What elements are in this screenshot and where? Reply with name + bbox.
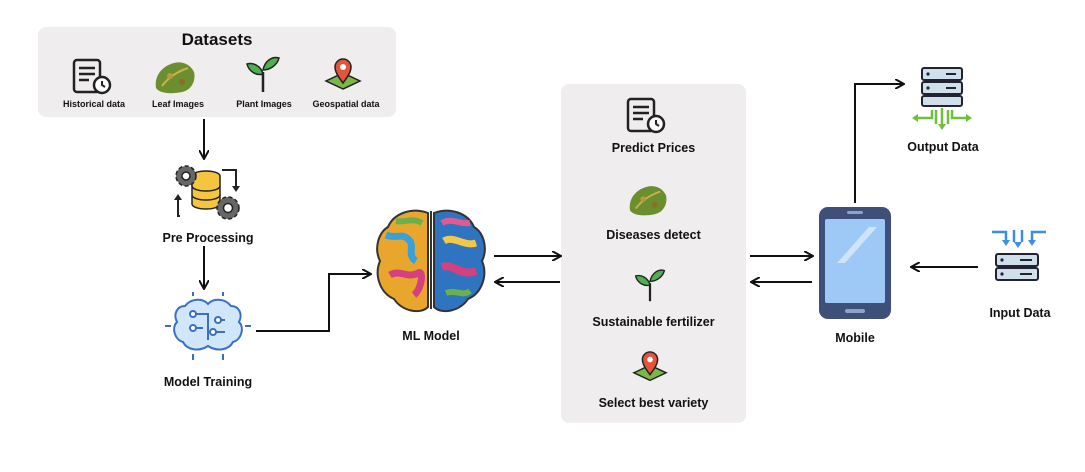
dataset-label-historical: Historical data (62, 99, 126, 109)
brain-icon (376, 209, 486, 313)
document-clock-icon (72, 58, 112, 95)
output-server-icon (912, 67, 972, 130)
sprout-icon (246, 56, 280, 92)
leaf-icon (629, 186, 667, 216)
datasets-title: Datasets (181, 30, 253, 49)
input-data-label: Input Data (989, 306, 1051, 320)
leaf-icon (155, 62, 195, 94)
output-data-label: Output Data (907, 140, 979, 154)
map-pin-icon (324, 58, 362, 90)
task-label-diseases-detect: Diseases detect (606, 228, 701, 242)
mobile-label: Mobile (835, 331, 875, 345)
dataset-label-leaf: Leaf Images (151, 99, 205, 109)
task-label-sustainable-fertilizer: Sustainable fertilizer (592, 315, 715, 329)
arrow-training-to-ml-model (256, 274, 370, 332)
sprout-icon (634, 269, 666, 302)
input-server-icon (992, 230, 1046, 281)
model-training-label: Model Training (163, 375, 253, 389)
document-clock-icon (626, 97, 666, 134)
preprocessing-label: Pre Processing (162, 231, 254, 245)
preprocessing-icon (174, 165, 240, 220)
task-label-predict-prices: Predict Prices (611, 141, 696, 155)
map-pin-icon (632, 351, 668, 382)
dataset-label-geospatial: Geospatial data (312, 99, 380, 109)
arrow-mobile-to-output (854, 84, 903, 203)
model-training-icon (165, 292, 251, 360)
dataset-label-plant: Plant Images (236, 99, 292, 109)
ml-model-label: ML Model (402, 329, 460, 343)
task-label-select-best-variety: Select best variety (598, 396, 709, 410)
mobile-phone-icon (819, 207, 891, 319)
